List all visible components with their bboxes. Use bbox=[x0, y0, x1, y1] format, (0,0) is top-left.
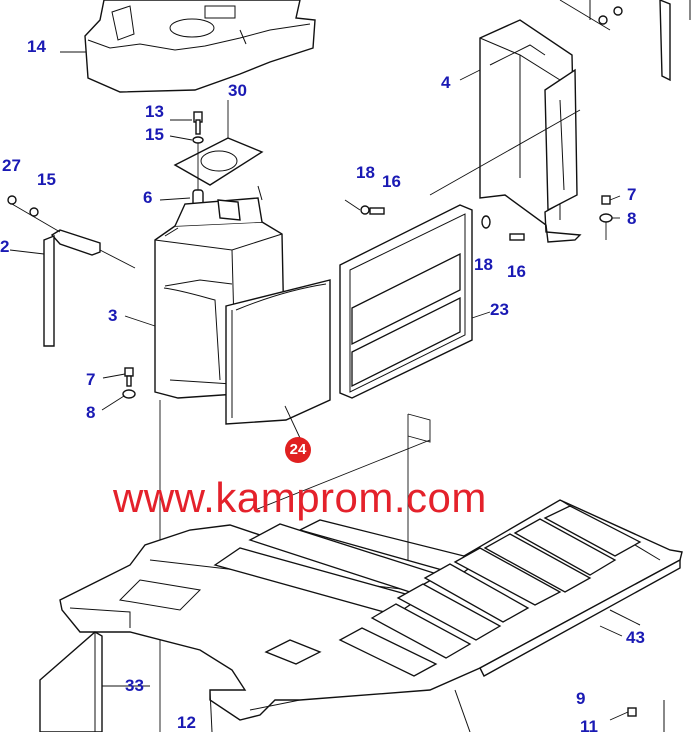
bolt-27 bbox=[7, 195, 61, 233]
callout-33: 33 bbox=[125, 676, 144, 695]
part-30-plate bbox=[173, 100, 264, 186]
part-23-panel bbox=[339, 204, 491, 399]
bolt-13 bbox=[192, 111, 204, 195]
callout-14: 14 bbox=[27, 37, 46, 56]
callout-16-upper: 16 bbox=[382, 172, 401, 191]
callout-18-upper: 18 bbox=[356, 163, 375, 182]
part-24-panel bbox=[225, 279, 331, 425]
callout-27: 27 bbox=[2, 156, 21, 175]
callout-9: 9 bbox=[576, 689, 586, 708]
callout-15-upper: 15 bbox=[145, 125, 164, 144]
callout-2: 2 bbox=[0, 237, 10, 256]
callout-24-highlighted: 24 bbox=[285, 437, 311, 463]
part-2-bracket bbox=[9, 229, 136, 347]
callout-7-right: 7 bbox=[627, 185, 637, 204]
leader-lines bbox=[60, 51, 629, 721]
callout-8-right: 8 bbox=[627, 209, 637, 228]
part-4-frame bbox=[429, 19, 582, 243]
callout-4: 4 bbox=[441, 73, 451, 92]
part-14-top-cover bbox=[84, 0, 316, 93]
callout-23: 23 bbox=[490, 300, 509, 319]
part-33-side-panel bbox=[39, 631, 103, 732]
bolt-9-11 bbox=[454, 689, 665, 732]
callout-12: 12 bbox=[177, 713, 196, 732]
callout-7-left: 7 bbox=[86, 370, 96, 389]
callout-16-lower: 16 bbox=[507, 262, 526, 281]
part-12-frame bbox=[209, 689, 301, 732]
screws-18-16 bbox=[344, 199, 525, 241]
watermark-text: www.kamprom.com bbox=[113, 474, 487, 521]
callout-13: 13 bbox=[145, 102, 164, 121]
part-43-floor-plate bbox=[59, 499, 683, 721]
callout-18-lower: 18 bbox=[474, 255, 493, 274]
callout-8-left: 8 bbox=[86, 403, 96, 422]
bolt-7-8-right bbox=[599, 195, 613, 240]
callout-30: 30 bbox=[228, 81, 247, 100]
callout-3: 3 bbox=[108, 306, 118, 325]
callout-6: 6 bbox=[143, 188, 153, 207]
callout-11: 11 bbox=[580, 717, 598, 732]
callout-43: 43 bbox=[626, 628, 645, 647]
top-right-hardware bbox=[559, 0, 691, 82]
callout-15-left: 15 bbox=[37, 170, 56, 189]
